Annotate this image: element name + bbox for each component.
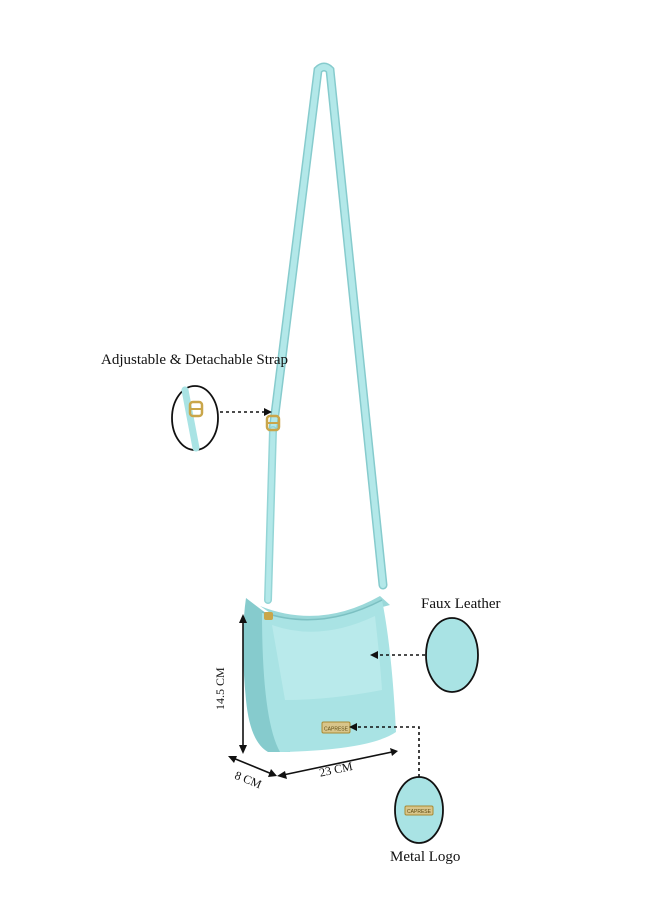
logo-callout: CAPRESE	[349, 723, 444, 844]
bag-strap	[264, 62, 388, 604]
height-dimension-label: 14.5 CM	[213, 667, 227, 710]
strap-callout-label: Adjustable & Detachable Strap	[101, 352, 289, 368]
callout-logo-text: CAPRESE	[407, 809, 432, 815]
bag-body	[243, 596, 396, 752]
bag-logo-text: CAPRESE	[324, 727, 349, 733]
leather-swatch-icon	[425, 617, 479, 693]
dimension-height	[239, 614, 247, 754]
dimension-width	[277, 748, 398, 779]
logo-callout-label: Metal Logo	[390, 849, 461, 865]
strap-callout	[171, 385, 272, 452]
material-callout-label: Faux Leather	[421, 596, 501, 612]
bag-logo-plate: CAPRESE	[321, 721, 351, 734]
dimension-depth	[228, 756, 277, 777]
strap-buckle-icon	[265, 414, 281, 432]
leather-callout	[370, 617, 479, 693]
